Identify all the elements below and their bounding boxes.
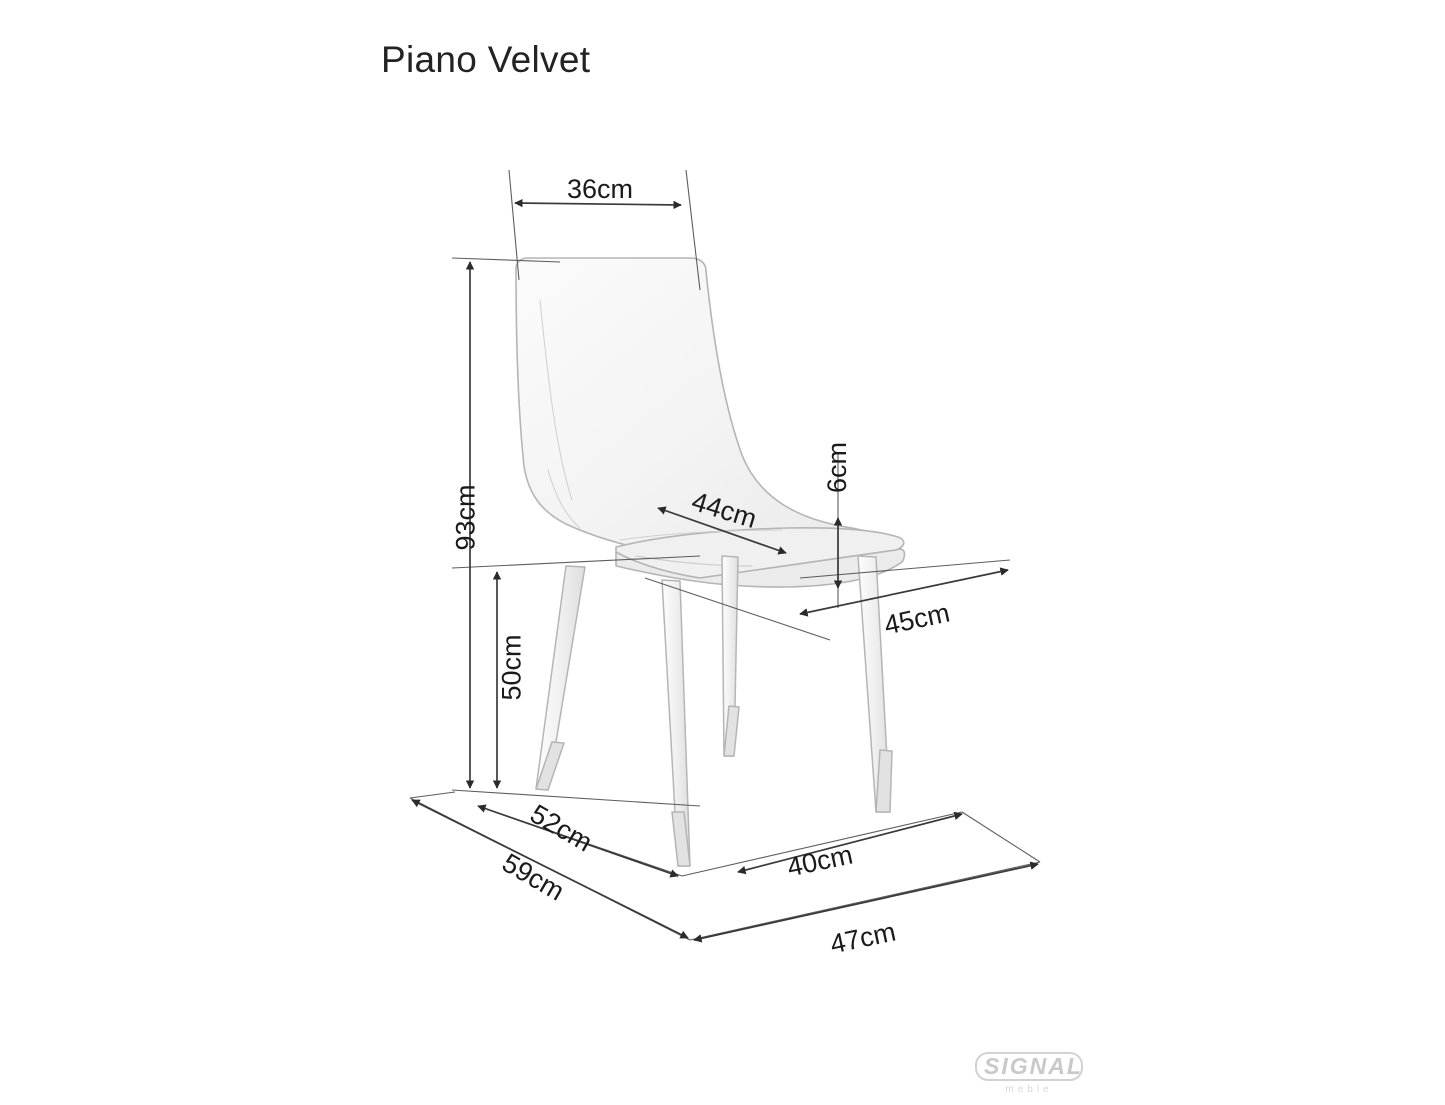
leg-tip-back-center [723,705,740,757]
chair-illustration [515,257,906,588]
dimension-label-total-height: 93cm [450,484,481,551]
dim-arrow-44cm [657,506,787,555]
page-title: Piano Velvet [381,39,591,80]
brand-wordmark: SIGNAL [975,1052,1083,1081]
brand-logo: SIGNAL meble [975,1052,1083,1095]
dimension-arrows [411,198,1039,943]
dim-arrow-59cm [411,799,689,939]
dimension-label-backrest-width: 36cm [567,174,634,204]
brand-subtext: meble [1005,1084,1053,1095]
leg-front-left [535,565,586,791]
leg-tip-front-left [535,741,565,791]
dimension-label-seat-height: 50cm [496,634,527,701]
dimension-label-seat-thickness: 6cm [822,441,853,494]
dim-arrow-36cm [514,198,682,210]
dim-arrow-47cm [693,861,1039,943]
chair-legs [535,555,893,867]
dim-arrow-45cm [799,567,1009,617]
